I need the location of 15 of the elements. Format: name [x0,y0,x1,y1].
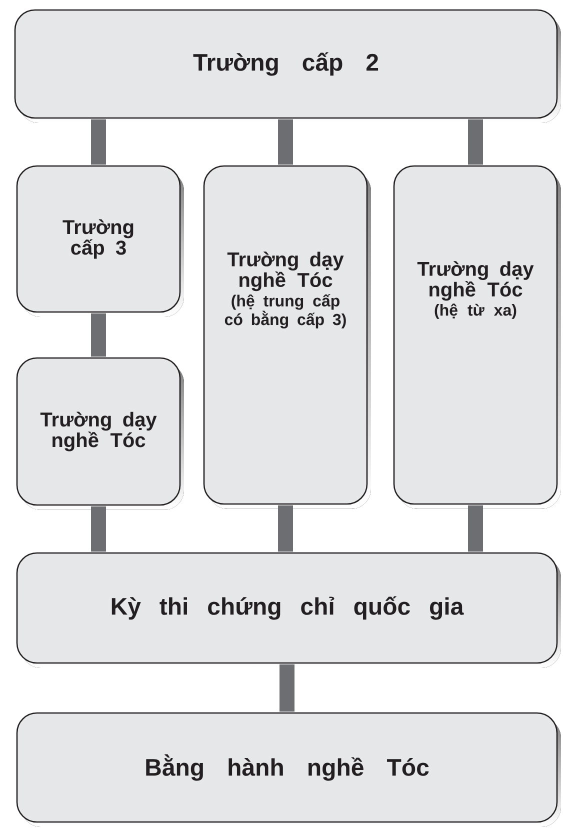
rounded-box: Trường dạy nghề Tóc (hệ từ xa) [393,165,561,509]
connector-bar [91,506,106,552]
connector-bar [278,505,293,552]
connector-bar [468,505,483,552]
rounded-box: Trường dạy nghề Tóc (hệ trung cấp có bằng cấp 3) [203,165,371,509]
connector-bar [468,119,483,165]
connector-bar [280,664,294,712]
connector-bar [278,119,293,165]
rounded-box: Trường cấp 2 [14,9,561,123]
rounded-box: Trường dạy nghề Tóc [16,357,184,510]
connector-bar [91,119,106,165]
rounded-box: Trường cấp 3 [16,165,184,317]
rounded-box: Bằng hành nghề Tóc [16,712,561,827]
connector-bar [91,313,106,357]
rounded-box: Kỳ thi chứng chỉ quốc gia [16,552,561,668]
